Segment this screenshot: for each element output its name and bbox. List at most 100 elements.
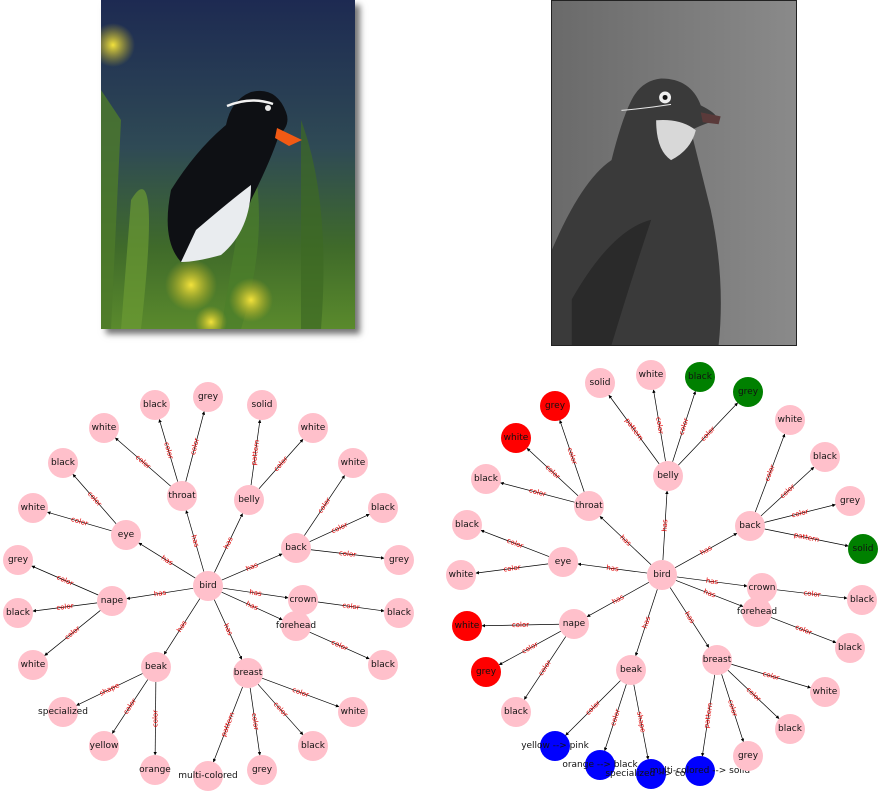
node-circle [733, 741, 763, 771]
node-t_white: white [501, 423, 531, 453]
node-circle [247, 755, 277, 785]
edge-breast-br_white [261, 677, 340, 708]
node-circle [368, 650, 398, 680]
edge-nape-n_black [523, 636, 567, 700]
edge-label: color [316, 496, 332, 515]
node-forehead: forehead [737, 597, 777, 627]
edge-label: color [250, 712, 260, 730]
node-label: black [688, 372, 713, 382]
edge-back-bk_grey [310, 549, 385, 560]
edge-back-bk_grey [764, 503, 836, 523]
node-t_grey: grey [193, 382, 223, 412]
node-label: throat [575, 501, 603, 511]
edge-label: color [521, 640, 540, 655]
node-circle [685, 756, 715, 786]
node-circle [140, 390, 170, 420]
edge-label: color [330, 521, 349, 536]
node-forehead: forehead [276, 611, 316, 641]
node-label: multi-colored [178, 771, 237, 781]
node-circle [281, 533, 311, 563]
edge-label: has [153, 589, 167, 599]
node-label: black [455, 520, 480, 530]
edge-breast-br_grey [249, 687, 262, 756]
node-label: nape [563, 619, 586, 629]
edge-bird-throat [599, 516, 652, 565]
node-nape: nape [559, 609, 589, 639]
node-circle [247, 390, 277, 420]
edge-bird-back [221, 553, 283, 581]
node-c_black: black [384, 598, 414, 628]
node-label: white [778, 415, 803, 425]
edge-belly-be_black [672, 390, 697, 462]
node-circle [384, 598, 414, 628]
node-beak: beak [141, 652, 171, 682]
edge-label: has [245, 600, 260, 613]
node-belly: belly [234, 485, 264, 515]
node-circle [585, 368, 615, 398]
edge-label: has [699, 544, 714, 557]
node-bk_special: specialized [38, 697, 88, 727]
node-circle [368, 493, 398, 523]
node-label: grey [252, 765, 273, 775]
edge-breast-br_black [727, 670, 780, 719]
node-label: breast [703, 655, 732, 665]
node-circle [18, 493, 48, 523]
node-label: white [449, 570, 474, 580]
node-circle [48, 697, 78, 727]
edge-forehead-f_black [770, 617, 837, 644]
node-circle [616, 655, 646, 685]
node-circle [97, 586, 127, 616]
node-label: solid [590, 378, 611, 388]
node-eye: eye [111, 520, 141, 550]
node-circle [775, 405, 805, 435]
node-label: belly [238, 495, 260, 505]
edge-label: has [641, 615, 653, 630]
node-label: specialized --> cone [605, 769, 697, 779]
node-br_white: white [810, 677, 840, 707]
edge-bird-nape [586, 581, 650, 618]
edge-label: color [291, 686, 310, 700]
edge-crown-c_black [317, 601, 385, 613]
node-label: black [51, 458, 76, 468]
edge-back-bk_black [760, 466, 815, 517]
left-bird-photo [101, 0, 355, 329]
node-label: grey [738, 751, 759, 761]
edge-bird-eye [577, 562, 648, 574]
edge-eye-e_white [47, 511, 112, 532]
node-crown: crown [288, 585, 318, 615]
node-circle [775, 714, 805, 744]
edge-back-bk_white [304, 475, 345, 536]
edge-throat-t_grey [559, 419, 585, 492]
node-circle [540, 731, 570, 761]
node-e_black: black [48, 448, 78, 478]
edge-label: has [249, 588, 263, 598]
edge-label: has [705, 577, 719, 587]
edge-label: color [503, 563, 521, 573]
node-circle [548, 547, 578, 577]
edge-throat-t_white [526, 447, 579, 497]
node-t_black: black [140, 390, 170, 420]
node-belly: belly [653, 461, 683, 491]
node-n_black: black [3, 598, 33, 628]
edge-back-bk_white [754, 433, 786, 513]
edge-label: shape [635, 711, 647, 733]
node-label: white [301, 423, 326, 433]
edge-bird-throat [185, 510, 205, 572]
node-br_white: white [338, 697, 368, 727]
edge-throat-t_grey [185, 411, 206, 482]
edge-label: color [162, 441, 175, 460]
edge-throat-t_black [158, 419, 179, 482]
node-circle [452, 510, 482, 540]
node-n_black: black [501, 697, 531, 727]
node-circle [281, 611, 311, 641]
node-circle [298, 413, 328, 443]
node-label: black [371, 660, 396, 670]
edge-bird-forehead [675, 580, 744, 608]
node-circle [193, 571, 223, 601]
edge-label: has [702, 588, 717, 600]
node-circle [167, 481, 197, 511]
node-br_black: black [298, 731, 328, 761]
edge-beak-bk_orange [603, 684, 627, 752]
node-label: nape [101, 596, 124, 606]
